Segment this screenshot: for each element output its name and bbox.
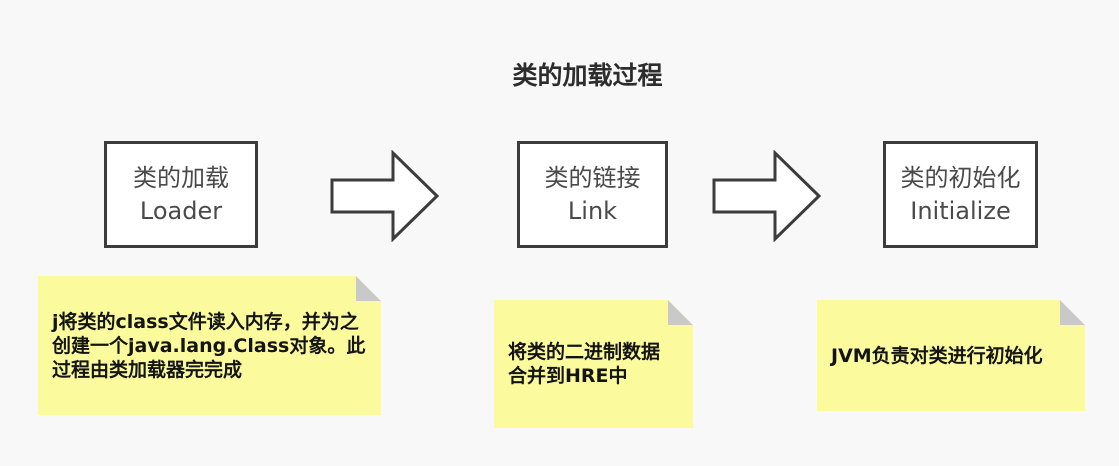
folded-corner-icon	[356, 276, 381, 301]
folded-corner-icon	[668, 300, 693, 325]
note-line: 将类的二进制数据	[508, 341, 661, 363]
process-box-initialize: 类的初始化 Initialize	[883, 141, 1038, 248]
note-line: JVM负责对类进行初始化	[831, 344, 1043, 367]
box-label-zh: 类的初始化	[900, 163, 1021, 192]
note-line: 创建一个java.lang.Class对象。此	[52, 334, 366, 357]
process-box-link: 类的链接 Link	[517, 141, 668, 248]
note-line: 过程由类加载器完完成	[52, 358, 243, 381]
note-line: j将类的class文件读入内存，并为之	[52, 310, 359, 333]
sticky-note-initialize: JVM负责对类进行初始化	[817, 300, 1085, 411]
sticky-note-loader: j将类的class文件读入内存，并为之 创建一个java.lang.Class对…	[38, 276, 381, 415]
folded-corner-icon	[1060, 300, 1085, 325]
box-label-en: Initialize	[910, 196, 1011, 225]
note-line: 合并到HRE中	[508, 365, 628, 387]
note-text: 将类的二进制数据 合并到HRE中	[508, 340, 660, 388]
diagram-title: 类的加载过程	[512, 61, 663, 90]
flow-arrow-2	[712, 150, 822, 242]
box-label-en: Loader	[139, 196, 223, 225]
box-label-zh: 类的链接	[544, 163, 641, 192]
sticky-note-link: 将类的二进制数据 合并到HRE中	[494, 300, 693, 428]
flow-arrow-1	[330, 150, 440, 242]
box-label-zh: 类的加载	[133, 163, 229, 192]
note-text: j将类的class文件读入内存，并为之 创建一个java.lang.Class对…	[52, 310, 365, 382]
process-box-loader: 类的加载 Loader	[104, 141, 258, 248]
note-text: JVM负责对类进行初始化	[831, 344, 1043, 368]
box-label-en: Link	[567, 196, 618, 225]
